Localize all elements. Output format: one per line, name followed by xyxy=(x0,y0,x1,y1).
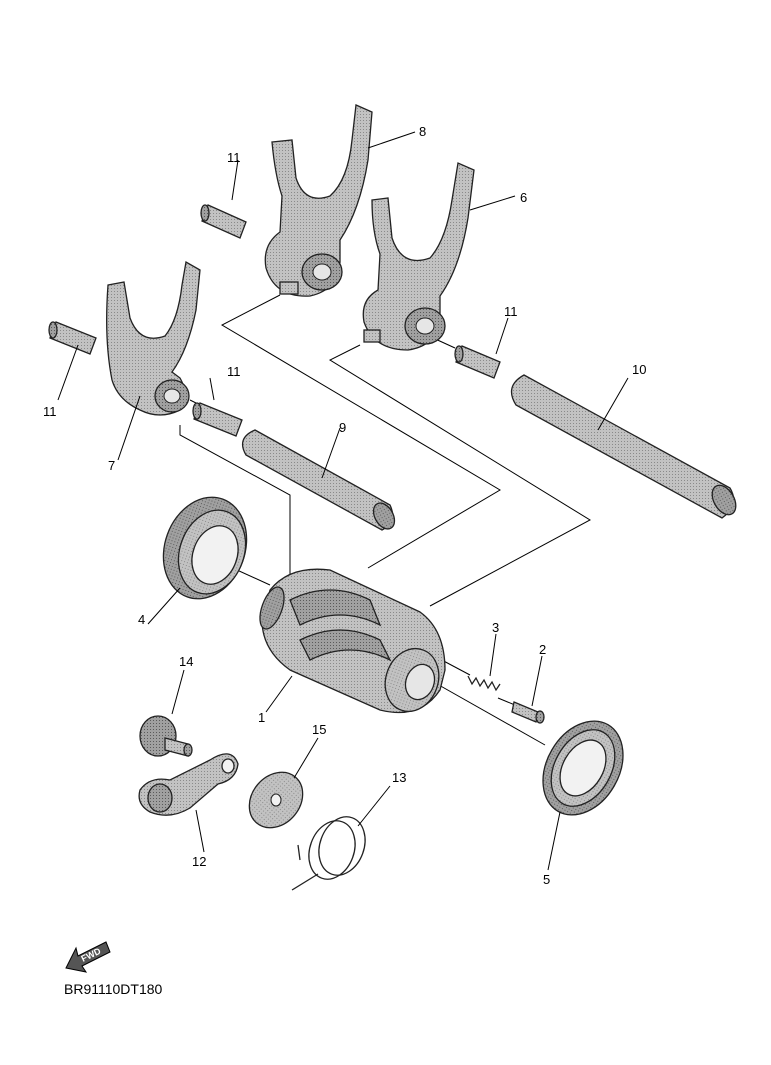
callout-14: 14 xyxy=(179,654,193,669)
callout-4: 4 xyxy=(138,612,145,627)
callout-2: 2 xyxy=(539,642,546,657)
spring-3[interactable] xyxy=(467,675,501,692)
stopper-lever-12[interactable] xyxy=(138,753,239,816)
shift-fork-8[interactable] xyxy=(264,104,373,297)
callout-11-c: 11 xyxy=(227,364,241,379)
diagram-code: BR91110DT180 xyxy=(64,981,163,997)
callout-labels: 8 6 11 11 11 11 10 9 7 4 3 2 1 14 15 13 … xyxy=(43,124,646,887)
shift-fork-shaft-10[interactable] xyxy=(510,374,741,519)
pin-11-a[interactable] xyxy=(200,204,247,239)
shift-fork-shaft-9[interactable] xyxy=(241,429,399,533)
callout-11-d: 11 xyxy=(504,304,518,319)
leader-lines xyxy=(57,131,629,871)
callout-12: 12 xyxy=(192,854,206,869)
shift-fork-7[interactable] xyxy=(106,260,201,416)
callout-3: 3 xyxy=(492,620,499,635)
washer-15[interactable] xyxy=(238,762,313,839)
callout-11-b: 11 xyxy=(43,404,57,419)
pin-11-b[interactable] xyxy=(48,321,97,355)
callout-1: 1 xyxy=(258,710,265,725)
pin-2[interactable] xyxy=(511,701,545,724)
torsion-spring-13[interactable] xyxy=(291,810,373,891)
fwd-arrow-icon: FWD xyxy=(65,941,111,973)
callout-8: 8 xyxy=(419,124,426,139)
callout-15: 15 xyxy=(312,722,326,737)
callout-6: 6 xyxy=(520,190,527,205)
callout-13: 13 xyxy=(392,770,406,785)
shift-drum-1[interactable] xyxy=(255,568,447,719)
callout-7: 7 xyxy=(108,458,115,473)
pin-11-d[interactable] xyxy=(454,345,501,379)
assembly-lines xyxy=(179,294,592,746)
bearing-4[interactable] xyxy=(150,485,261,610)
pin-11-c[interactable] xyxy=(192,402,243,437)
bolt-14[interactable] xyxy=(139,715,193,757)
shift-fork-6[interactable] xyxy=(362,162,475,351)
bearing-5[interactable] xyxy=(527,707,639,830)
callout-10: 10 xyxy=(632,362,646,377)
callout-5: 5 xyxy=(543,872,550,887)
callout-11-a: 11 xyxy=(227,150,241,165)
callout-9: 9 xyxy=(339,420,346,435)
